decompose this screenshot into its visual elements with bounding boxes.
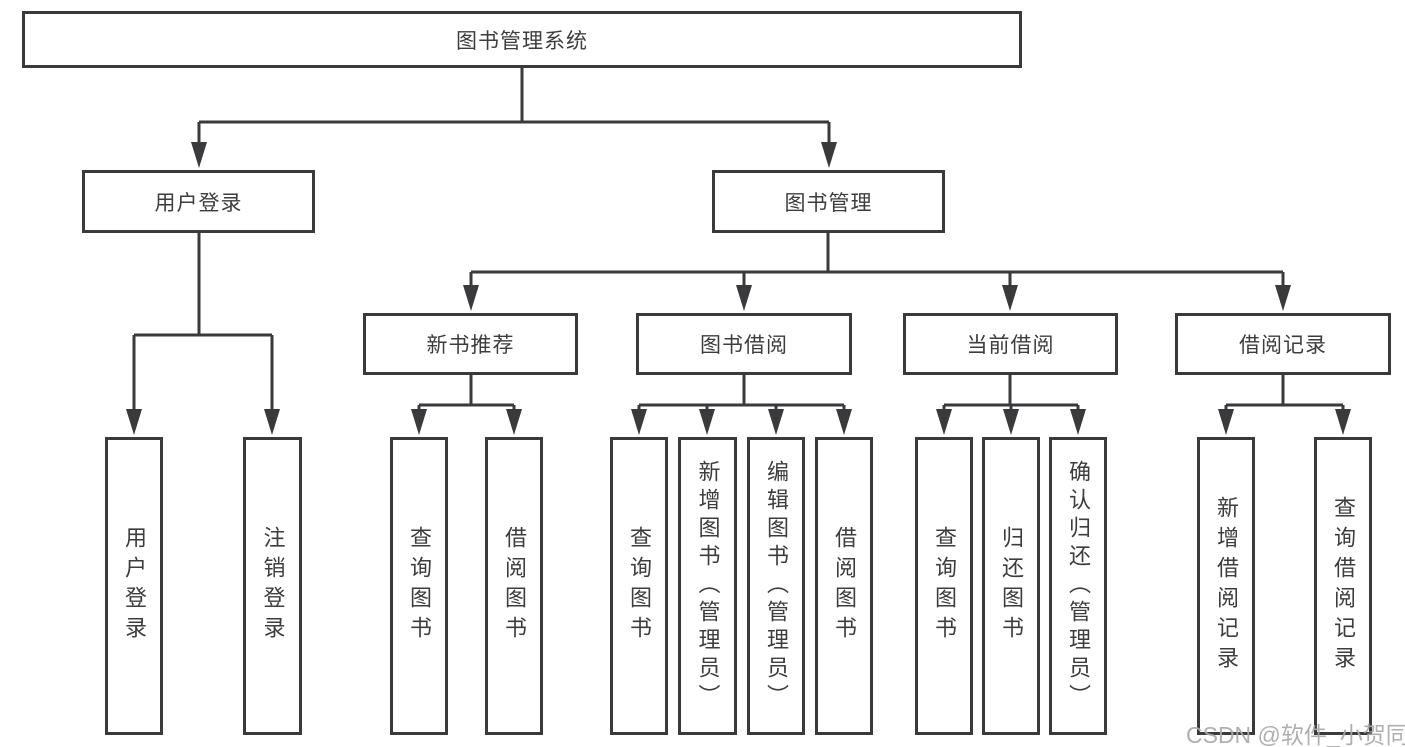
leaf-confirm-return-admin: 确认归还（管理员） — [1049, 437, 1107, 735]
leaf-logout-login: 注销登录 — [243, 437, 302, 735]
node-user-login-module: 用户登录 — [82, 170, 315, 233]
leaf-label: 查询图书 — [627, 526, 652, 646]
leaf-label: 确认归还（管理员） — [1066, 460, 1091, 712]
node-new-book-recommend: 新书推荐 — [363, 313, 578, 375]
node-book-borrowing: 图书借阅 — [636, 313, 852, 375]
node-label: 用户登录 — [154, 191, 243, 215]
leaf-borrow-books-recommend: 借阅图书 — [485, 437, 543, 735]
leaf-edit-book-admin: 编辑图书（管理员） — [747, 437, 805, 735]
node-label: 新书推荐 — [426, 334, 515, 357]
arrowheads — [126, 142, 1351, 435]
leaf-label: 借阅图书 — [502, 526, 527, 646]
leaf-add-borrow-record: 新增借阅记录 — [1197, 437, 1255, 735]
node-label: 图书借阅 — [700, 334, 788, 357]
leaf-query-books-current: 查询图书 — [915, 437, 973, 735]
node-book-management-module: 图书管理 — [712, 170, 945, 233]
leaf-query-books-recommend: 查询图书 — [390, 437, 448, 735]
leaf-borrow-books: 借阅图书 — [815, 437, 873, 735]
leaf-label: 借阅图书 — [832, 526, 857, 646]
leaf-user-login: 用户登录 — [105, 437, 163, 735]
leaf-query-books-borrow: 查询图书 — [610, 437, 668, 735]
node-label: 图书管理 — [784, 191, 873, 215]
leaf-label: 编辑图书（管理员） — [764, 460, 789, 712]
node-current-borrowing: 当前借阅 — [903, 313, 1118, 375]
node-label: 借阅记录 — [1239, 334, 1327, 357]
node-borrowing-records: 借阅记录 — [1175, 313, 1391, 375]
leaf-label: 查询借阅记录 — [1331, 496, 1356, 676]
leaf-label: 注销登录 — [260, 526, 286, 646]
leaf-label: 用户登录 — [122, 526, 147, 646]
tree-edges — [132, 68, 1345, 420]
csdn-watermark: CSDN @软件_小贺同学 — [1186, 722, 1405, 747]
leaf-label: 归还图书 — [999, 526, 1024, 646]
node-label: 当前借阅 — [966, 334, 1055, 357]
leaf-add-book-admin: 新增图书（管理员） — [678, 437, 737, 735]
node-root-label: 图书管理系统 — [456, 29, 588, 53]
leaf-label: 新增图书（管理员） — [695, 460, 721, 712]
leaf-label: 新增借阅记录 — [1214, 496, 1239, 676]
leaf-label: 查询图书 — [407, 526, 432, 646]
leaf-return-book: 归还图书 — [982, 437, 1040, 735]
leaf-query-borrow-record: 查询借阅记录 — [1314, 437, 1372, 735]
leaf-label: 查询图书 — [932, 526, 957, 646]
node-root-system: 图书管理系统 — [22, 11, 1022, 68]
